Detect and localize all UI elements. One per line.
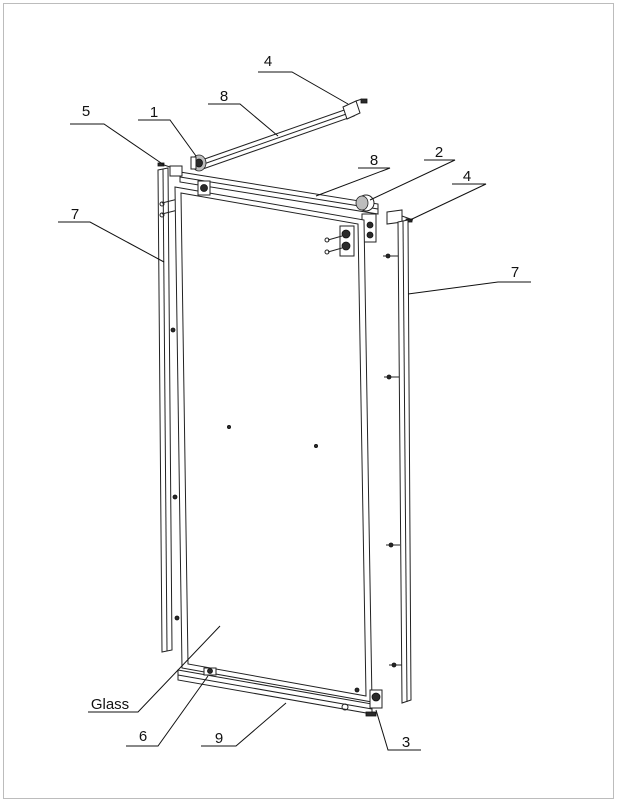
- callout-5: 5: [82, 103, 90, 120]
- roller-1: [190, 154, 207, 172]
- callout-8-top: 8: [220, 88, 228, 105]
- top-rail-upper: [195, 107, 355, 171]
- top-rail-lower: [179, 171, 379, 215]
- leader-lines: [58, 71, 531, 751]
- wall-profile-left: [157, 167, 180, 653]
- glass-clamp-top-right: [324, 225, 355, 257]
- roller-2: [355, 194, 377, 243]
- callout-2: 2: [435, 144, 443, 161]
- bottom-guide-6: [203, 667, 217, 676]
- callout-labels: 4 8 5 1 8 2 4 7 7 Glass 6 9 3: [71, 53, 519, 751]
- callout-7-left: 7: [71, 206, 79, 223]
- glass-panel: [174, 186, 373, 703]
- glass-clamp-top-left: [197, 180, 211, 196]
- bottom-roller-3: [354, 687, 383, 717]
- callout-8-mid: 8: [370, 152, 378, 169]
- callout-9: 9: [215, 730, 223, 747]
- callout-6: 6: [139, 728, 147, 745]
- callout-7-right: 7: [511, 264, 519, 281]
- callout-glass: Glass: [91, 696, 129, 713]
- callout-3: 3: [402, 734, 410, 751]
- callout-4-top: 4: [264, 53, 272, 70]
- callout-4-right: 4: [463, 168, 471, 185]
- wall-profile-right: [383, 219, 412, 704]
- page-frame: [3, 3, 614, 799]
- callout-1: 1: [150, 104, 158, 121]
- end-cap-top: [342, 98, 368, 120]
